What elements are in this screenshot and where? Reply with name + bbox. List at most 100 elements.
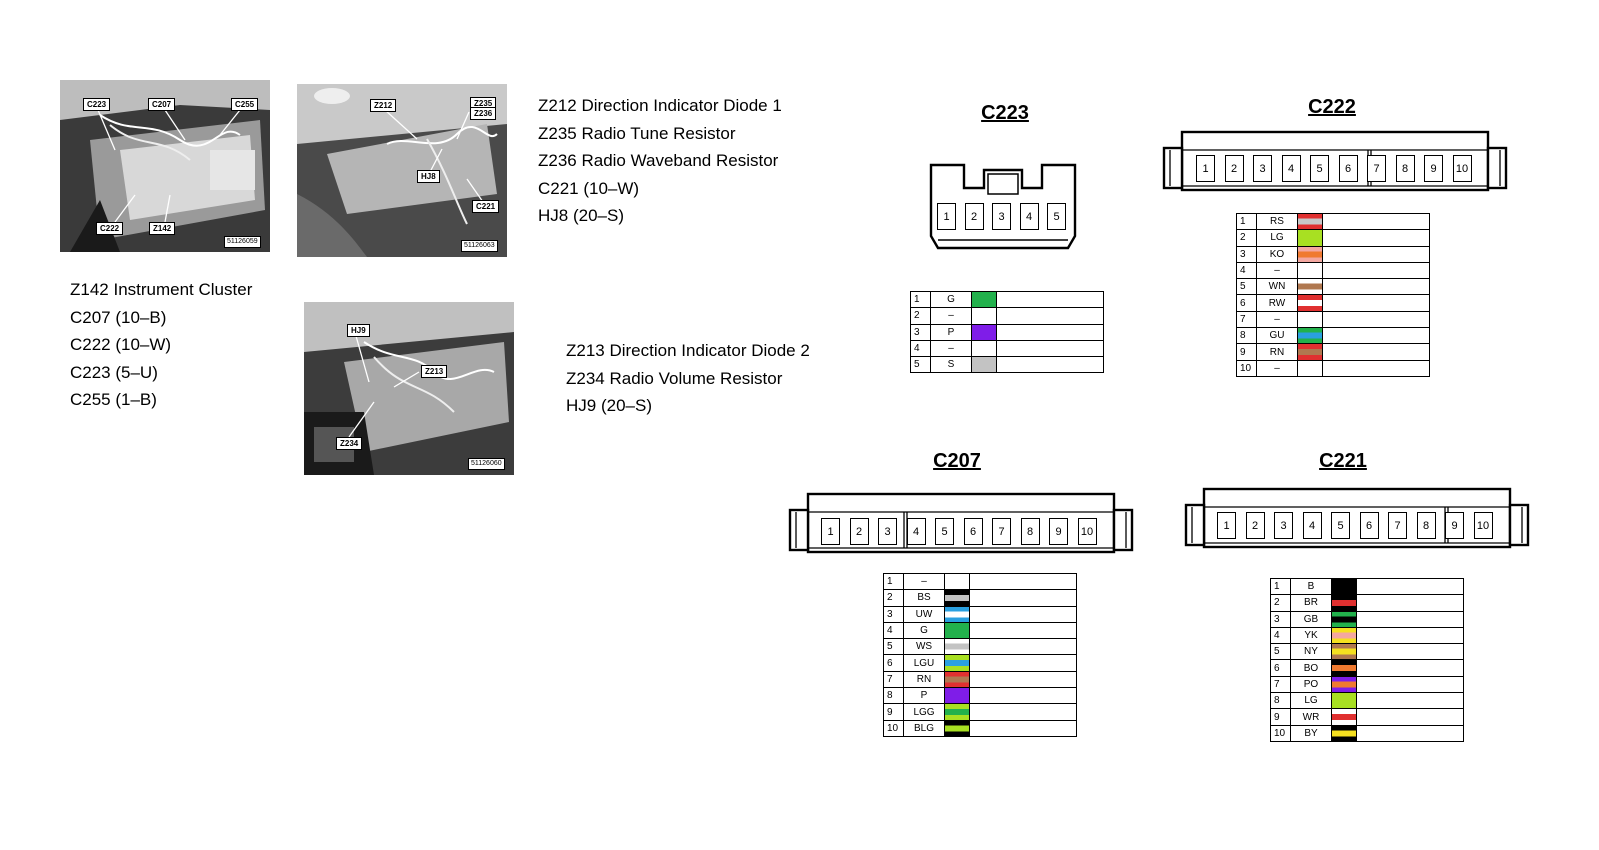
wire-color-code: RN xyxy=(903,670,945,689)
wire-color-swatch xyxy=(944,605,970,623)
pin-notes-cell xyxy=(1322,294,1430,312)
pin: 5 xyxy=(935,518,954,545)
pin: 6 xyxy=(963,518,983,545)
wire-color-code: – xyxy=(930,307,972,325)
pin: 4 xyxy=(906,518,926,545)
pin-notes-cell xyxy=(996,323,1104,341)
pin-number: 6 xyxy=(883,654,904,672)
legend-item: Z234 Radio Volume Resistor xyxy=(566,368,783,388)
connector-c221-pins: 1 2 3 4 5 6 7 8 9 10 xyxy=(1217,512,1493,539)
wire-color-swatch xyxy=(944,638,970,656)
photo-number: 51126059 xyxy=(224,236,261,248)
wire-swatch xyxy=(945,622,969,639)
wire-color-swatch xyxy=(1297,245,1323,263)
pin-notes-cell xyxy=(1322,278,1430,296)
pin-number: 5 xyxy=(1236,278,1257,296)
pin-notes-cell xyxy=(1322,212,1430,231)
pin-number: 3 xyxy=(1270,610,1291,628)
legend-item: Z142 Instrument Cluster xyxy=(70,280,253,299)
pin-number: 10 xyxy=(1270,724,1291,742)
pin-number: 2 xyxy=(1270,594,1291,612)
pin: 2 xyxy=(964,203,984,230)
wire-swatch xyxy=(945,655,969,671)
wire-swatch xyxy=(945,671,969,688)
wire-color-code: RW xyxy=(1256,294,1298,312)
connector-title-c221: C221 xyxy=(1319,450,1367,472)
pin: 7 xyxy=(1367,155,1386,182)
pin-number: 3 xyxy=(910,323,931,341)
pin: 8 xyxy=(1416,512,1436,539)
wire-color-swatch xyxy=(1297,294,1323,312)
pin-notes-cell xyxy=(1322,229,1430,247)
wire-color-swatch xyxy=(1297,359,1323,377)
wire-color-swatch xyxy=(944,703,970,721)
pin-notes-cell xyxy=(996,356,1104,374)
wire-color-code: GU xyxy=(1256,327,1298,345)
wire-swatch xyxy=(1332,725,1356,741)
legend-item: C207 (10–B) xyxy=(70,307,167,327)
photo-label-c222: C222 xyxy=(96,222,124,235)
wire-color-swatch xyxy=(971,339,997,358)
wire-swatch xyxy=(972,292,996,308)
pin-number: 6 xyxy=(1236,294,1257,312)
wire-color-code: RN xyxy=(1256,343,1298,361)
pin-number: 4 xyxy=(883,621,904,640)
wire-color-swatch xyxy=(944,589,970,607)
photo-label-c207: C207 xyxy=(148,98,176,111)
wire-color-code: NY xyxy=(1290,643,1332,661)
wire-swatch xyxy=(972,324,996,340)
pin-number: 10 xyxy=(1236,359,1257,377)
pin-number: 1 xyxy=(1236,212,1257,231)
wire-color-code: LGU xyxy=(903,654,945,672)
pin-number: 4 xyxy=(1270,626,1291,645)
pin: 4 xyxy=(1281,155,1301,182)
photo-number: 51126063 xyxy=(461,240,498,252)
legend-item: Z213 Direction Indicator Diode 2 xyxy=(566,341,810,360)
pin-notes-cell xyxy=(969,572,1077,591)
wire-swatch xyxy=(945,590,969,606)
pin-notes-cell xyxy=(1322,327,1430,345)
pin-number: 1 xyxy=(910,290,931,309)
legend-item: HJ8 (20–S) xyxy=(538,206,624,225)
pin-number: 2 xyxy=(1236,229,1257,247)
pin-number: 2 xyxy=(883,589,904,607)
pin-number: 9 xyxy=(883,703,904,721)
wire-color-code: KO xyxy=(1256,245,1298,263)
wire-color-swatch xyxy=(1297,212,1323,231)
wire-swatch xyxy=(1298,328,1322,344)
legend-item: Z235 Radio Tune Resistor xyxy=(538,123,736,143)
photo-3-scene xyxy=(304,302,514,475)
pin: 5 xyxy=(1331,512,1350,539)
connector-title-c223: C223 xyxy=(981,102,1029,124)
wire-color-swatch xyxy=(1297,229,1323,247)
pin-number: 3 xyxy=(883,605,904,623)
pin-notes-cell xyxy=(1356,675,1464,694)
wire-color-swatch xyxy=(1331,659,1357,677)
wire-swatch xyxy=(945,720,969,736)
photo-radio-resistors: Z212 Z235 Z236 HJ8 C221 51126063 xyxy=(297,84,507,257)
pin: 6 xyxy=(1359,512,1379,539)
pin-number: 1 xyxy=(1270,577,1291,596)
wire-color-code: LG xyxy=(1290,692,1332,710)
photo-label-hj9: HJ9 xyxy=(347,324,370,337)
pin: 10 xyxy=(1077,518,1097,545)
wire-color-code: BY xyxy=(1290,724,1332,742)
pin-notes-cell xyxy=(1356,577,1464,596)
wire-color-code: G xyxy=(930,290,972,309)
pin-notes-cell xyxy=(969,638,1077,656)
